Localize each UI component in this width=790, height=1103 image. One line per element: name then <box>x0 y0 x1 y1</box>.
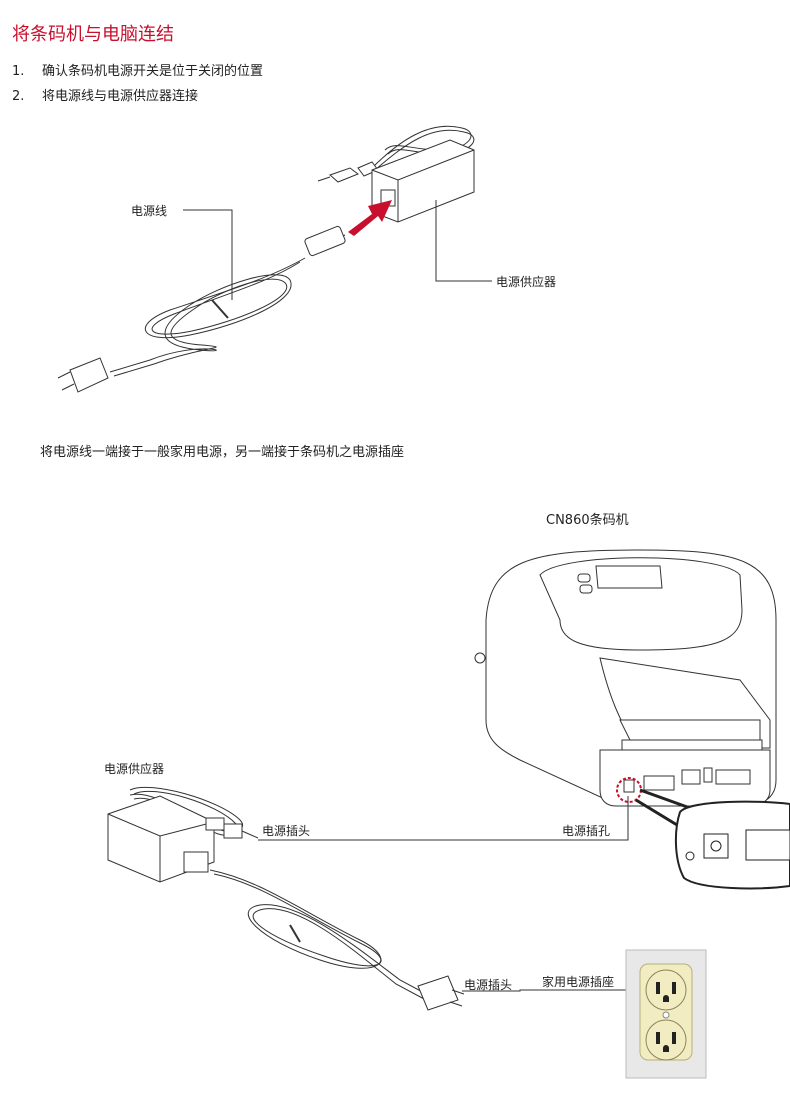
ac-plug-label: 电源插头 <box>464 978 513 992</box>
step-number: 1. <box>12 64 25 79</box>
figure1-adapter-label: 电源供应器 <box>496 275 557 289</box>
step-text: 确认条码机电源开关是位于关闭的位置 <box>42 64 264 79</box>
step-1: 1. 确认条码机电源开关是位于关闭的位置 <box>12 60 263 79</box>
power-jack-magnifier <box>635 788 790 890</box>
step-text: 将电源线与电源供应器连接 <box>42 89 199 104</box>
outlet-label: 家用电源插座 <box>542 975 615 989</box>
instruction-note: 将电源线一端接于一般家用电源，另一端接于条码机之电源插座 <box>40 445 405 460</box>
dc-plug-label: 电源插头 <box>262 824 311 838</box>
figure1-leader-lines <box>183 200 492 300</box>
printer-illustration <box>474 549 777 807</box>
power-jack-label: 电源插孔 <box>562 824 611 838</box>
printer-label: CN860条码机 <box>546 513 629 528</box>
insert-arrow-icon <box>348 200 392 236</box>
figure2-adapter <box>107 786 465 1011</box>
step-2: 2. 将电源线与电源供应器连接 <box>12 85 198 104</box>
page-title: 将条码机与电脑连结 <box>12 24 174 45</box>
figure1-cord-label: 电源线 <box>131 204 168 218</box>
figure2-adapter-label: 电源供应器 <box>104 762 165 776</box>
wall-outlet-illustration <box>625 949 707 1079</box>
step-number: 2. <box>12 89 25 104</box>
figure1-cord-and-adapter <box>57 125 475 393</box>
